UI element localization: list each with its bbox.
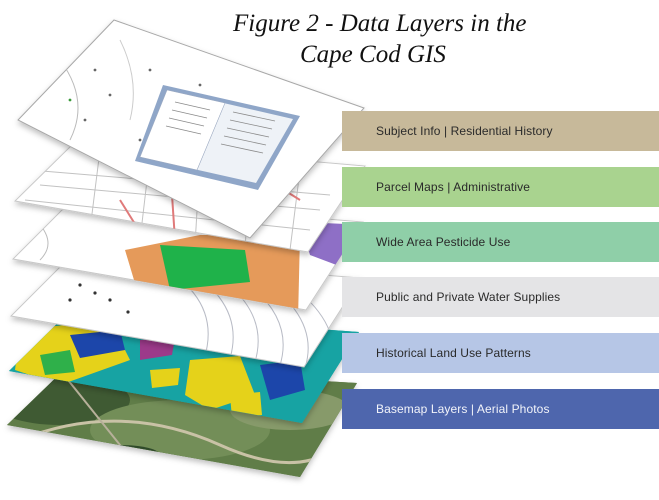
band-label: Basemap Layers | Aerial Photos — [376, 402, 550, 416]
band-basemap-aerial: Basemap Layers | Aerial Photos — [342, 389, 659, 429]
band-subject-info: Subject Info | Residential History — [342, 111, 659, 151]
band-pesticide-use: Wide Area Pesticide Use — [342, 222, 659, 262]
caption-line-2: Cape Cod GIS — [300, 41, 446, 68]
band-label: Historical Land Use Patterns — [376, 346, 531, 360]
band-label: Subject Info | Residential History — [376, 124, 553, 138]
caption-line-1: Figure 2 - Data Layers in the — [233, 10, 527, 37]
figure-caption: Figure 2 - Data Layers in the Cape Cod G… — [233, 8, 633, 70]
band-parcel-maps: Parcel Maps | Administrative — [342, 167, 659, 207]
layer-subject-info — [17, 19, 365, 239]
band-label: Parcel Maps | Administrative — [376, 180, 530, 194]
band-historical-land-use: Historical Land Use Patterns — [342, 333, 659, 373]
residential-history-window — [135, 85, 300, 190]
band-label: Public and Private Water Supplies — [376, 290, 561, 304]
band-label: Wide Area Pesticide Use — [376, 235, 511, 249]
band-water-supplies: Public and Private Water Supplies — [342, 277, 659, 317]
